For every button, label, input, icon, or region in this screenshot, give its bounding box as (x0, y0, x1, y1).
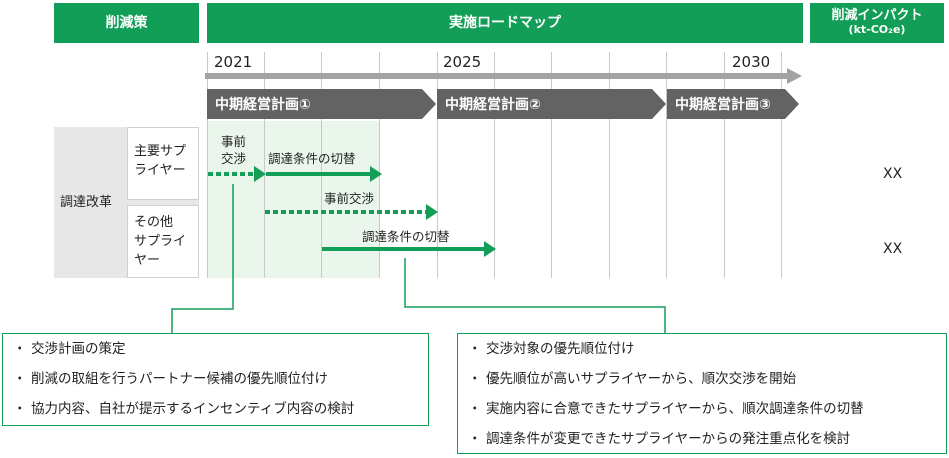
switch-main-arrowhead (370, 166, 382, 182)
note-right-text: 調達条件が変更できたサプライヤーからの発注重点化を検討 (486, 431, 851, 447)
connector-right (404, 258, 666, 333)
note-right-text: 実施内容に合意できたサプライヤーから、順次調達条件の切替 (486, 401, 864, 417)
grid-line (264, 52, 265, 278)
pre-negotiation-other-arrowhead (426, 204, 438, 220)
note-left-text: 協力内容、自社が提示するインセンティブ内容の検討 (31, 401, 355, 417)
phase-3: 中期経営計画③ (667, 89, 799, 119)
category-label: 調達改革 (60, 195, 113, 210)
grid-line (781, 52, 782, 278)
grid-line (666, 52, 667, 278)
phase-1: 中期経営計画① (207, 89, 436, 119)
year-label: 2025 (443, 53, 482, 71)
note-right-item: ・交渉対象の優先順位付け (468, 341, 635, 357)
note-left-item: ・交渉計画の策定 (13, 341, 126, 357)
notes-left-box: ・交渉計画の策定 ・削減の取組を行うパートナー候補の優先順位付け ・協力内容、自… (2, 333, 429, 426)
switch-other-label: 調達条件の切替 (362, 229, 450, 244)
header-impact-unit: (kt-CO₂e) (848, 23, 906, 36)
phase-1-label: 中期経営計画① (215, 97, 311, 113)
header-impact: 削減インパクト (kt-CO₂e) (810, 3, 944, 43)
note-left-item: ・削減の取組を行うパートナー候補の優先順位付け (13, 371, 328, 387)
highlight-region (207, 121, 379, 278)
note-right-item: ・優先順位が高いサプライヤーから、順次交渉を開始 (468, 371, 797, 387)
grid-line (321, 52, 322, 278)
impact-other: XX (883, 241, 903, 257)
grid-line (494, 52, 495, 278)
note-right-text: 優先順位が高いサプライヤーから、順次交渉を開始 (486, 371, 797, 387)
note-left-text: 交渉計画の策定 (31, 341, 126, 357)
impact-main: XX (883, 166, 903, 182)
header-roadmap: 実施ロードマップ (207, 3, 803, 43)
switch-other-arrowhead (484, 241, 496, 257)
switch-main-label: 調達条件の切替 (268, 151, 356, 166)
phase-2: 中期経営計画② (437, 89, 666, 119)
connector-left (171, 184, 234, 333)
pre-negotiation-main-arrowhead (254, 166, 266, 182)
grid-line (379, 52, 380, 278)
note-right-item: ・実施内容に合意できたサプライヤーから、順次調達条件の切替 (468, 401, 864, 417)
header-impact-title: 削減インパクト (831, 8, 923, 23)
grid-line (551, 52, 552, 278)
note-right-item: ・調達条件が変更できたサプライヤーからの発注重点化を検討 (468, 431, 851, 447)
grid-line (724, 52, 725, 278)
pre-negotiation-main-label: 事前 交渉 (221, 134, 247, 166)
year-label: 2030 (732, 53, 771, 71)
grid-line (609, 52, 610, 278)
notes-right-box: ・交渉対象の優先順位付け ・優先順位が高いサプライヤーから、順次交渉を開始 ・実… (457, 333, 947, 454)
phase-2-label: 中期経営計画② (445, 97, 541, 113)
year-label: 2021 (214, 53, 253, 71)
grid-line (207, 52, 208, 278)
phase-3-label: 中期経営計画③ (675, 97, 771, 113)
note-left-text: 削減の取組を行うパートナー候補の優先順位付け (31, 371, 328, 387)
segment-other-suppliers: その他 サプライ ヤー (127, 205, 199, 278)
note-right-text: 交渉対象の優先順位付け (486, 341, 635, 357)
pre-negotiation-other-label: 事前交渉 (324, 191, 375, 206)
timeline-arrow (205, 68, 802, 84)
header-measure: 削減策 (54, 3, 199, 43)
note-left-item: ・協力内容、自社が提示するインセンティブ内容の検討 (13, 401, 355, 417)
segment-main-suppliers: 主要サプ ライヤー (127, 127, 199, 200)
grid-line (437, 52, 438, 278)
